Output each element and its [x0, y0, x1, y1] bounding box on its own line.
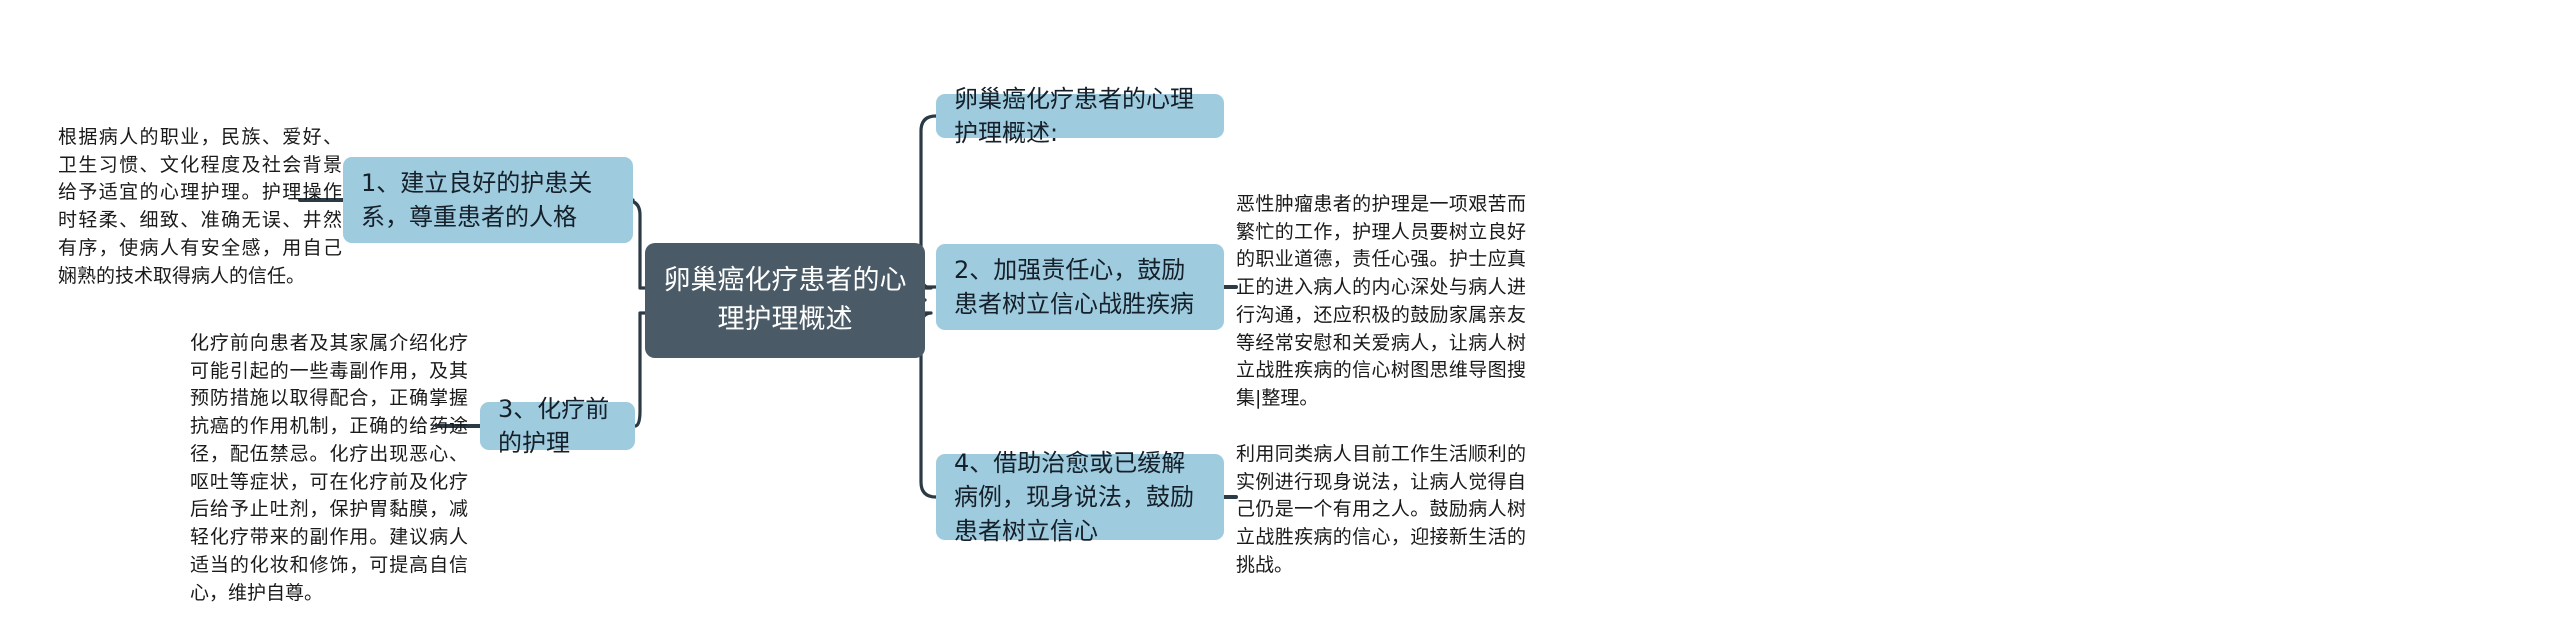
note-right-strengthen-responsibility: 恶性肿瘤患者的护理是一项艰苦而繁忙的工作，护理人员要树立良好的职业道德，责任心强… [1236, 193, 1526, 410]
branch-node-establish-relationship[interactable]: 1、建立良好的护患关系，尊重患者的人格 [343, 157, 633, 243]
note-right-cured-case-example: 利用同类病人目前工作生活顺利的实例进行现身说法，让病人觉得自己仍是一个有用之人。… [1236, 443, 1526, 576]
root-node[interactable]: 卵巢癌化疗患者的心理护理概述 [645, 243, 925, 358]
branch-node-cured-case-example[interactable]: 4、借助治愈或已缓解病例，现身说法，鼓励患者树立信心 [936, 449, 1224, 545]
note-left-pre-chemo-care: 化疗前向患者及其家属介绍化疗可能引起的一些毒副作用，及其预防措施以取得配合，正确… [190, 332, 468, 604]
branch-node-pre-chemo-care[interactable]: 3、化疗前的护理 [480, 395, 635, 457]
branch-node-strengthen-responsibility[interactable]: 2、加强责任心，鼓励患者树立信心战胜疾病 [936, 244, 1224, 330]
branch-node-overview-heading[interactable]: 卵巢癌化疗患者的心理护理概述: [936, 85, 1224, 147]
note-left-establish-relationship: 根据病人的职业，民族、爱好、卫生习惯、文化程度及社会背景给予适宜的心理护理。护理… [58, 126, 342, 287]
